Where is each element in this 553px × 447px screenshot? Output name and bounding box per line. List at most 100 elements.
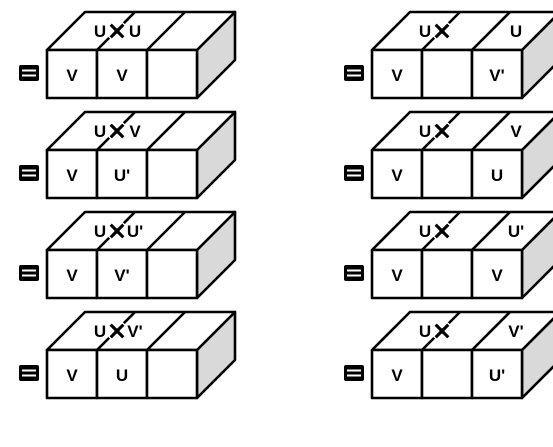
- cross-icon-shape: [432, 121, 452, 141]
- equals-box-icon: [19, 365, 39, 381]
- equals-box-icon: [19, 165, 39, 181]
- box-front-cell-2: [420, 48, 474, 100]
- top-label-right: V': [127, 322, 142, 341]
- top-label-left: U: [94, 222, 106, 241]
- box-front-cell-3: [470, 148, 524, 200]
- equals-marker-bar-bottom: [22, 374, 36, 377]
- top-label-right: V': [508, 322, 523, 341]
- equals-marker-bar-top: [347, 269, 361, 272]
- box-front-cell-2: [95, 48, 149, 100]
- box-front-cell-3: [470, 248, 524, 300]
- box-top-divider: [471, 211, 511, 251]
- box-top-face: [370, 10, 553, 52]
- equals-marker-bar-top: [22, 369, 36, 372]
- box-top-face: [370, 310, 553, 352]
- box-top-face: [370, 210, 553, 252]
- equals-marker-body: [344, 265, 364, 281]
- cell-label-1: V: [66, 166, 78, 185]
- box-top-divider: [146, 11, 186, 51]
- box-front-cell-1: [45, 248, 99, 300]
- box-front-cell-2: [420, 148, 474, 200]
- equals-box-icon: [19, 265, 39, 281]
- cell-label-1: V: [391, 66, 403, 85]
- top-label-right: U: [510, 22, 522, 41]
- box-diagram-3: V U' U V: [19, 110, 237, 200]
- box-top-divider: [146, 311, 186, 351]
- top-label-left: U: [94, 122, 106, 141]
- cross-icon: [107, 121, 127, 141]
- box-front-cell-3: [145, 148, 199, 200]
- cross-icon-shape: [107, 321, 127, 341]
- equals-marker-bar-bottom: [22, 174, 36, 177]
- cross-icon-shape: [432, 21, 452, 41]
- equals-marker-body: [344, 165, 364, 181]
- equals-marker-bar-bottom: [347, 274, 361, 277]
- box-diagram-1: V V U U: [19, 10, 237, 100]
- equals-box-icon: [344, 365, 364, 381]
- box-front-cell-3: [145, 48, 199, 100]
- equals-marker-body: [19, 165, 39, 181]
- top-label-left: U: [419, 22, 431, 41]
- cross-icon: [432, 121, 452, 141]
- box-front-cell-3: [470, 348, 524, 400]
- cross-icon: [107, 221, 127, 241]
- equals-box-icon: [344, 265, 364, 281]
- equals-marker-bar-bottom: [347, 374, 361, 377]
- cell-label-2: U': [114, 166, 130, 185]
- box-front-cell-2: [95, 248, 149, 300]
- equals-marker-bar-top: [347, 169, 361, 172]
- box-diagram-8: V U' U V': [344, 310, 553, 400]
- equals-marker-bar-top: [347, 69, 361, 72]
- cell-label-2: V: [116, 66, 128, 85]
- cross-icon: [432, 221, 452, 241]
- box-top-divider: [471, 311, 511, 351]
- cross-icon: [107, 321, 127, 341]
- equals-box-icon: [19, 65, 39, 81]
- top-label-left: U: [419, 122, 431, 141]
- cell-label-1: V: [391, 366, 403, 385]
- cross-icon-shape: [432, 321, 452, 341]
- box-top-divider: [146, 211, 186, 251]
- top-label-right: U': [127, 222, 143, 241]
- box-top-divider: [471, 11, 511, 51]
- cell-label-3: U: [491, 166, 503, 185]
- cross-icon: [432, 321, 452, 341]
- cell-label-1: V: [66, 266, 78, 285]
- top-label-left: U: [419, 322, 431, 341]
- box-front-cell-1: [45, 348, 99, 400]
- cell-label-1: V: [66, 366, 78, 385]
- box-front-cell-3: [470, 48, 524, 100]
- box-front-cell-1: [370, 248, 424, 300]
- top-label-left: U: [419, 222, 431, 241]
- equals-box-icon: [344, 65, 364, 81]
- equals-marker-bar-top: [22, 169, 36, 172]
- top-label-left: U: [94, 22, 106, 41]
- cell-label-2: U: [116, 366, 128, 385]
- top-label-right: U: [129, 22, 141, 41]
- cell-label-1: V: [391, 266, 403, 285]
- equals-marker-bar-top: [347, 369, 361, 372]
- box-front-cell-1: [370, 348, 424, 400]
- equals-marker-bar-bottom: [22, 274, 36, 277]
- equals-marker-bar-top: [22, 69, 36, 72]
- cross-icon-shape: [432, 221, 452, 241]
- equals-marker-bar-bottom: [347, 174, 361, 177]
- equals-marker-body: [19, 265, 39, 281]
- equals-marker-bar-top: [22, 269, 36, 272]
- top-label-left: U: [94, 322, 106, 341]
- equals-marker-bar-bottom: [22, 74, 36, 77]
- equals-marker-body: [19, 65, 39, 81]
- equals-marker-body: [19, 365, 39, 381]
- top-label-right: V: [129, 122, 141, 141]
- cell-label-3: U': [489, 366, 505, 385]
- cell-label-1: V: [66, 66, 78, 85]
- equals-marker-body: [344, 365, 364, 381]
- top-label-right: U': [508, 222, 524, 241]
- box-front-cell-3: [145, 248, 199, 300]
- box-diagram-7: V U U V': [19, 310, 237, 400]
